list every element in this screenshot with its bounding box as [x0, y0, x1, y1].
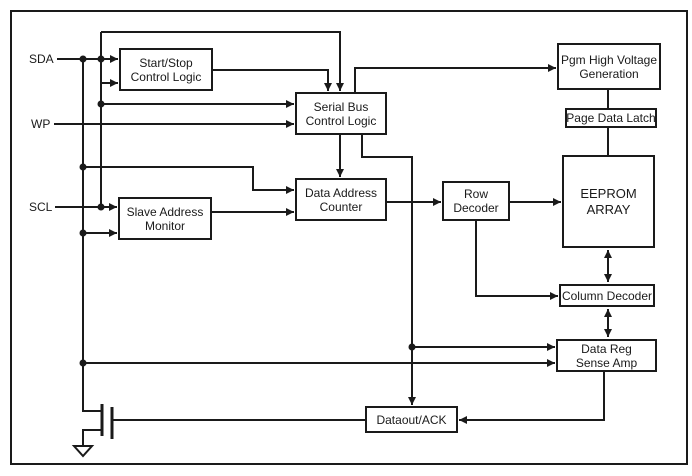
pin-label-wp: WP [31, 117, 51, 131]
junction-dot [79, 163, 87, 171]
pin-label-scl: SCL [29, 200, 53, 214]
block-column-decoder: Column Decoder [559, 284, 655, 307]
block-label: Generation [579, 66, 639, 81]
block-slave-address-monitor: Slave Address Monitor [118, 197, 212, 240]
block-label: Column Decoder [561, 288, 653, 303]
junction-dot [97, 100, 105, 108]
block-dataout-ack: Dataout/ACK [365, 406, 458, 433]
wire-start-stop-to-serial-bus [213, 69, 332, 91]
block-label: Sense Amp [575, 355, 638, 370]
block-label: Dataout/ACK [376, 412, 447, 427]
junction-dot [97, 203, 105, 211]
junction-dot [97, 55, 105, 63]
block-label: Data Reg [581, 341, 632, 356]
junction-dot [79, 229, 87, 237]
block-label: Decoder [453, 201, 499, 215]
wire-serial-bus-to-pgm-hv [354, 64, 556, 92]
wire-top-to-serial-bus [101, 31, 344, 91]
block-label: Serial Bus [313, 99, 369, 114]
block-label: Control Logic [130, 69, 202, 84]
wire-data-reg-to-dataout [459, 372, 605, 424]
junction-dot [408, 343, 416, 351]
block-label: Slave Address [126, 204, 204, 219]
block-row-decoder: Row Decoder [442, 181, 510, 221]
block-eeprom-array: EEPROM ARRAY [562, 155, 655, 248]
block-label: Row [463, 187, 488, 201]
junction-dot [79, 55, 87, 63]
block-data-address-counter: Data Address Counter [295, 178, 387, 221]
ground-icon [71, 445, 95, 458]
diagram-border [10, 10, 688, 465]
wire-row-decoder-to-col-decoder [475, 221, 558, 300]
block-label: Data Address [304, 185, 378, 200]
wire-transistor-source-to-ground [82, 429, 101, 446]
pin-label-sda: SDA [29, 52, 54, 66]
block-pgm-high-voltage-generation: Pgm High Voltage Generation [557, 43, 661, 90]
block-label: Counter [319, 199, 363, 214]
junction-dot [79, 359, 87, 367]
block-label: Start/Stop [139, 55, 193, 70]
block-label: Pgm High Voltage [560, 52, 658, 67]
block-label: Page Data Latch [566, 110, 656, 125]
block-serial-bus-control-logic: Serial Bus Control Logic [295, 92, 387, 135]
wire-sda-rail [82, 59, 101, 412]
block-label: Control Logic [305, 113, 377, 128]
junction-dots [79, 55, 416, 367]
block-label: Monitor [144, 218, 185, 233]
block-page-data-latch: Page Data Latch [565, 108, 657, 128]
block-label: ARRAY [586, 201, 631, 217]
wire-rail1-to-data-addr [83, 166, 294, 194]
block-start-stop-control-logic: Start/Stop Control Logic [119, 48, 213, 91]
block-data-reg-sense-amp: Data Reg Sense Amp [556, 339, 657, 372]
block-label: EEPROM [580, 185, 637, 201]
wire-serial-bus-to-dataout [361, 135, 416, 405]
